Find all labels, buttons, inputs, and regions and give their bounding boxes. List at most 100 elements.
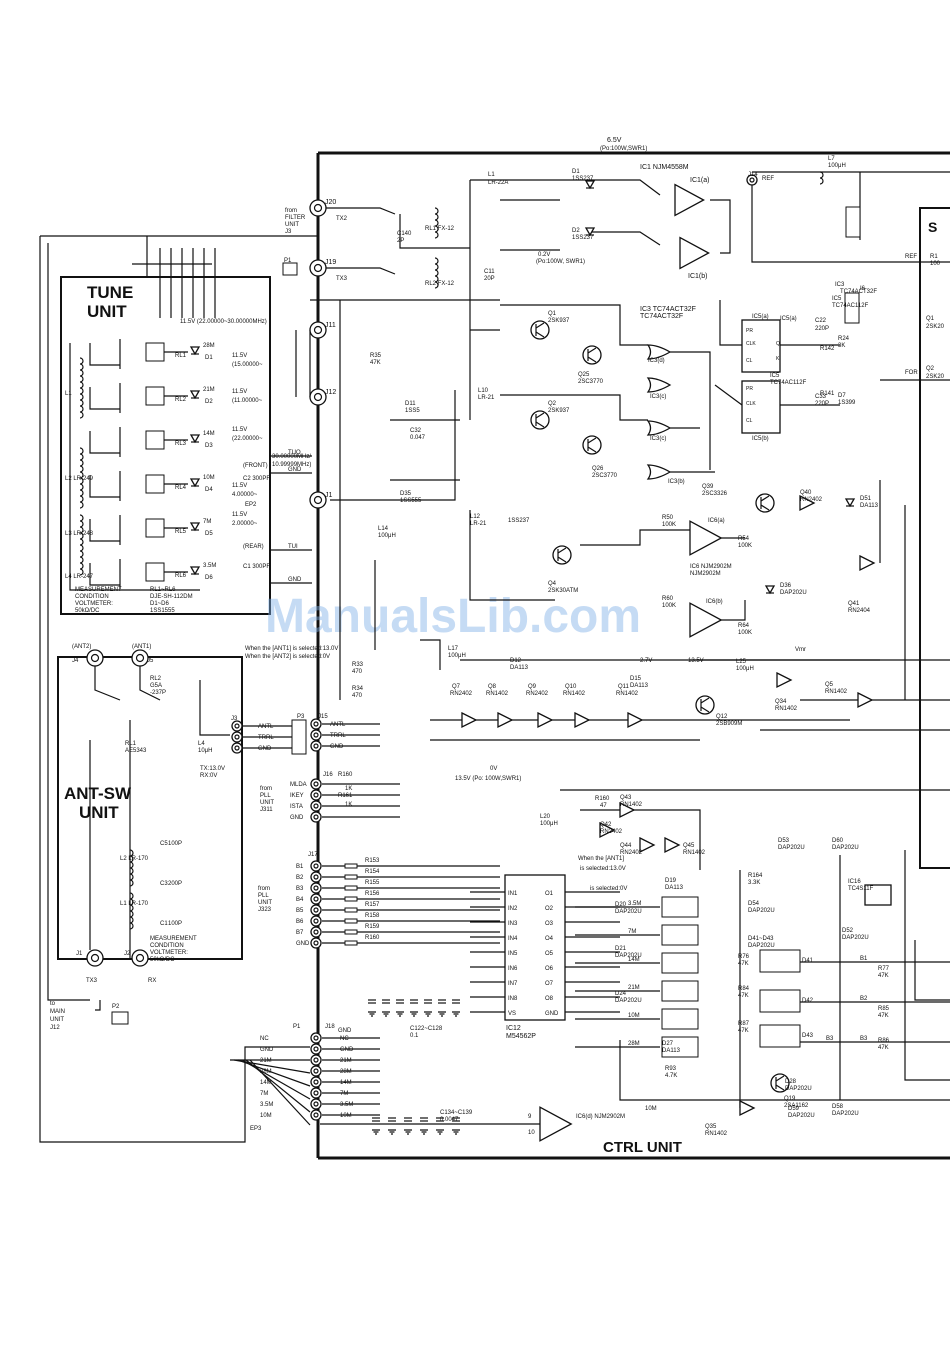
wire (399, 214, 470, 249)
c22-v: 220P (815, 326, 829, 332)
j15-pin-0: ANTL (330, 722, 346, 728)
c11-label: C11 (484, 269, 495, 275)
r50: R50 (662, 515, 674, 521)
supply-135: 13.5V (Po: 100W,SWR1) (455, 776, 521, 782)
q5-label: Q5 (825, 682, 834, 688)
ant1-note: When the [ANT1] (578, 856, 624, 862)
tune-relay-label-4: RL5 (175, 529, 187, 535)
conn-tx2: TX2 (336, 216, 348, 222)
wire (89, 563, 120, 586)
wire (330, 390, 456, 501)
tune-range-3b: (22.00000~ (232, 436, 263, 442)
diode-pair-box (661, 952, 699, 974)
q44v: RN2402 (620, 850, 643, 856)
filter-from-4: J3 (285, 229, 292, 235)
filter-from-3: UNIT (285, 222, 299, 228)
r141: R141 (820, 391, 835, 397)
resistor (344, 885, 358, 891)
tune-diode-label-5: D6 (205, 575, 213, 581)
wire (714, 384, 743, 406)
right-block-letter: S (928, 219, 937, 235)
wire (47, 243, 90, 1001)
connector-pin (310, 904, 322, 916)
r164v: 3.3K (748, 880, 760, 886)
transistor-inverter-symbol (537, 711, 554, 729)
transistor-inverter-symbol (639, 836, 656, 854)
inductor-coil (819, 171, 824, 185)
i6-label: I6 (860, 286, 866, 292)
j18-pin-r-6: 3.5M (340, 1102, 353, 1108)
r84: R84 (738, 986, 750, 992)
transistor-inverter-symbol (857, 691, 874, 709)
l14v: 100μH (378, 533, 396, 539)
q42: Q42 (600, 822, 612, 828)
tune-range-3: 11.5V (232, 427, 247, 433)
wire (580, 529, 690, 546)
diode-symbol (189, 522, 201, 532)
wire (89, 343, 120, 366)
relay-coil (145, 386, 165, 406)
connector-pin (310, 882, 322, 894)
p2-plug (111, 1011, 129, 1025)
antsw-rl2: RL2 (150, 676, 162, 682)
q1-right: Q1 (926, 316, 935, 322)
ant2-label: (ANT2) (72, 644, 91, 650)
or-gate-symbol (646, 344, 672, 360)
l12-val: LR-21 (470, 521, 487, 527)
ic5-top-val: TC74AC112F (832, 303, 869, 309)
r93: R93 (665, 1066, 677, 1072)
rl2-label: RL2 FX-12 (425, 281, 455, 287)
wire (39, 236, 246, 1143)
j18-pin-2: 21M (260, 1058, 272, 1064)
r24: R24 (838, 336, 850, 342)
d2-label: D2 (572, 228, 580, 234)
ic12-out-1: O2 (545, 906, 554, 912)
j18-pin-r-2: 21M (340, 1058, 352, 1064)
c5-v: 100P (168, 841, 182, 847)
transistor-emitter (535, 421, 545, 428)
j17-pin-4: B5 (296, 908, 304, 914)
connector-pin (310, 811, 322, 823)
d15: D15 (630, 676, 642, 682)
connector-pin (310, 800, 322, 812)
j18-pin-7: 10M (260, 1113, 272, 1119)
ctrl-band-1: 7M (628, 929, 636, 935)
c32v: 0.047 (410, 435, 426, 441)
tune-measure-2: CONDITION (75, 594, 109, 600)
connector-pin (310, 1043, 322, 1055)
conn-j12-label: J12 (325, 389, 336, 396)
ic6a-label: IC6(a) (708, 518, 725, 524)
ic1-label: IC1 NJM4558M (640, 164, 689, 171)
ic12-body (504, 874, 566, 1021)
d52v: DAP202U (842, 935, 869, 941)
transistor-symbol (695, 695, 715, 715)
transistor-symbol (582, 435, 602, 455)
p1-plug (282, 262, 298, 276)
main-to: to (50, 1001, 56, 1007)
r160: R160 (338, 772, 353, 778)
d11: D11 (405, 401, 416, 407)
d19v: DA113 (665, 885, 684, 891)
wire (904, 850, 950, 1081)
j1-antsw: J1 (76, 951, 83, 957)
r33b: R33 (352, 662, 364, 668)
tune-parts-3: D1~D6 (150, 601, 170, 607)
j17-res-1: R154 (365, 869, 380, 875)
ctrl-unit-title: CTRL UNIT (603, 1139, 682, 1156)
coax-jack (309, 199, 327, 217)
ff1-clk: CLK (746, 341, 756, 347)
transistor-inverter-symbol (799, 494, 816, 512)
ground-symbol (436, 1129, 444, 1135)
inductor-coil (434, 207, 439, 239)
q2-right-val: 2SK20 (926, 374, 945, 380)
connector-pin-center (313, 874, 319, 880)
ic6d-p9: 9 (528, 1114, 532, 1120)
tune-relay-label-0: RL1 (175, 353, 187, 359)
d54v: DAP202U (748, 908, 775, 914)
main-3: UNIT (50, 1017, 64, 1023)
coax-jack (309, 259, 327, 277)
transistor-collector (760, 495, 770, 502)
connector-pin-center (749, 177, 755, 183)
l12-label: L12 (470, 514, 481, 520)
antsw-l2: L2 LR-170 (120, 856, 149, 862)
